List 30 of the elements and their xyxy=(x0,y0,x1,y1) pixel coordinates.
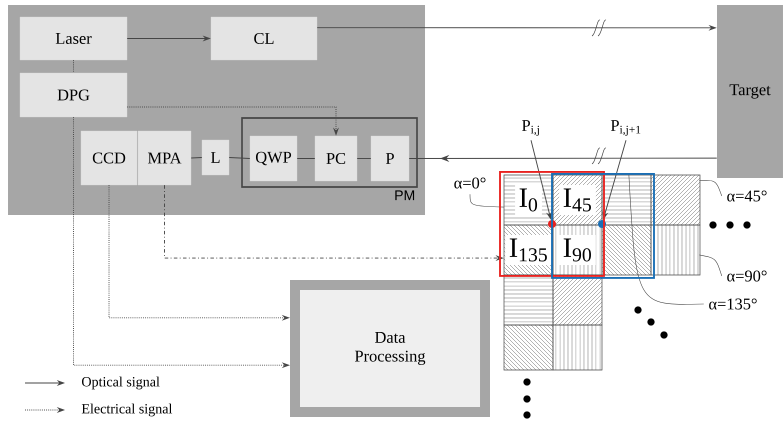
node-label: PM xyxy=(395,190,414,200)
leader-line xyxy=(698,254,722,276)
leader-line xyxy=(698,180,722,196)
pixel-cell: I$_{45}$ xyxy=(559,185,596,215)
legend-label: Electrical signal xyxy=(82,404,172,416)
component-box: QWP xyxy=(250,136,298,182)
component-box: CL xyxy=(210,16,318,60)
pixel-point xyxy=(598,220,606,228)
annotation-label: P$_{i,j}$ xyxy=(522,120,539,136)
annotation-label: α=45° xyxy=(727,190,767,202)
leader-line xyxy=(470,194,504,208)
annotation-label: α=135° xyxy=(709,298,757,310)
processing-box: Data Processing xyxy=(290,280,490,417)
legend-label: Optical signal xyxy=(82,376,160,390)
pixel-point xyxy=(548,220,556,228)
pixel-cell: I$_{90}$ xyxy=(559,235,596,265)
component-box: L xyxy=(202,140,230,176)
pixel-cell: I$_{0}$ xyxy=(515,185,542,215)
component-box: P xyxy=(370,136,410,182)
component-box: DPG xyxy=(20,72,128,118)
component-box: CCD xyxy=(80,130,138,186)
leader-line xyxy=(628,174,704,305)
component-box: PC xyxy=(314,136,358,182)
annotation-label: P$_{i,j+1}$ xyxy=(610,120,640,136)
component-box: MPA xyxy=(138,130,192,186)
target-block: Target xyxy=(717,5,783,178)
annotation-label: α=0° xyxy=(454,177,486,189)
annotation-label: α=90° xyxy=(727,270,767,282)
component-box: Laser xyxy=(20,16,128,60)
pixel-cell: I$_{135}$ xyxy=(505,235,552,265)
